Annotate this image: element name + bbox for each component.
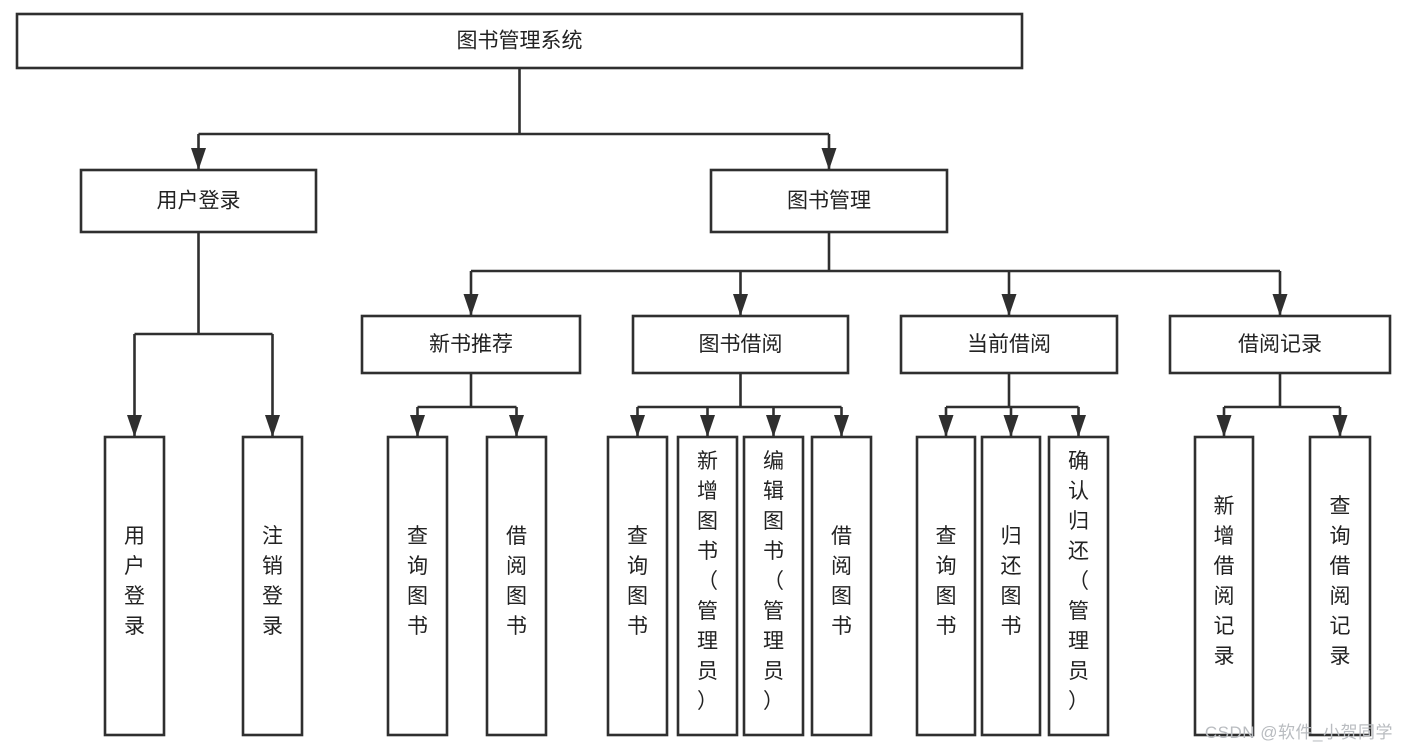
node-l2-borrow[interactable]: 图书借阅 bbox=[631, 314, 850, 375]
node-l2-newbook[interactable]: 新书推荐 bbox=[360, 314, 582, 375]
node-l3-br-query[interactable]: 查询图书 bbox=[606, 435, 669, 737]
node-label: 确认归还（管理员） bbox=[1068, 450, 1089, 713]
node-box bbox=[742, 435, 805, 737]
node-l3-cur-confirm[interactable]: 确认归还（管理员） bbox=[1047, 435, 1110, 737]
node-box bbox=[386, 435, 449, 737]
nodes-layer: 图书管理系统用户登录图书管理新书推荐图书借阅当前借阅借阅记录用户登录注销登录查询… bbox=[15, 12, 1392, 737]
node-label: 借阅记录 bbox=[1238, 333, 1322, 356]
node-l2-record[interactable]: 借阅记录 bbox=[1168, 314, 1392, 375]
node-label: 查询图书 bbox=[936, 525, 957, 638]
node-box bbox=[899, 314, 1119, 375]
node-label: 编辑图书（管理员） bbox=[763, 450, 784, 713]
node-l3-br-edit[interactable]: 编辑图书（管理员） bbox=[742, 435, 805, 737]
node-label: 归还图书 bbox=[1001, 525, 1022, 638]
node-l3-cur-return[interactable]: 归还图书 bbox=[980, 435, 1042, 737]
node-l3-rec-add[interactable]: 新增借阅记录 bbox=[1193, 435, 1255, 737]
node-box bbox=[15, 12, 1024, 70]
node-box bbox=[676, 435, 739, 737]
node-box bbox=[360, 314, 582, 375]
node-label: 图书借阅 bbox=[699, 333, 783, 356]
node-label: 当前借阅 bbox=[967, 333, 1051, 356]
node-label: 用户登录 bbox=[157, 190, 241, 213]
edges-layer bbox=[127, 68, 1348, 437]
node-label: 新增借阅记录 bbox=[1214, 495, 1235, 668]
node-box bbox=[915, 435, 977, 737]
node-box bbox=[241, 435, 304, 737]
node-label: 查询图书 bbox=[407, 525, 428, 638]
node-label: 注销登录 bbox=[262, 525, 283, 638]
node-box bbox=[1047, 435, 1110, 737]
node-l3-new-query[interactable]: 查询图书 bbox=[386, 435, 449, 737]
node-box bbox=[1308, 435, 1372, 737]
node-l3-br-add[interactable]: 新增图书（管理员） bbox=[676, 435, 739, 737]
node-label: 查询图书 bbox=[627, 525, 648, 638]
node-l3-user-logout[interactable]: 注销登录 bbox=[241, 435, 304, 737]
node-root[interactable]: 图书管理系统 bbox=[15, 12, 1024, 70]
node-box bbox=[606, 435, 669, 737]
node-label: 新增图书（管理员） bbox=[697, 450, 718, 713]
node-box bbox=[79, 168, 318, 234]
node-label: 借阅图书 bbox=[506, 525, 527, 638]
node-l1-book[interactable]: 图书管理 bbox=[709, 168, 949, 234]
node-box bbox=[485, 435, 548, 737]
node-l3-new-borrow[interactable]: 借阅图书 bbox=[485, 435, 548, 737]
node-label: 图书管理 bbox=[787, 190, 871, 213]
node-label: 借阅图书 bbox=[831, 525, 852, 638]
node-box bbox=[709, 168, 949, 234]
node-box bbox=[103, 435, 166, 737]
node-box bbox=[810, 435, 873, 737]
node-label: 用户登录 bbox=[124, 525, 145, 638]
node-label: 图书管理系统 bbox=[457, 30, 583, 53]
node-l3-br-borrow[interactable]: 借阅图书 bbox=[810, 435, 873, 737]
node-l3-rec-query[interactable]: 查询借阅记录 bbox=[1308, 435, 1372, 737]
node-box bbox=[1193, 435, 1255, 737]
node-l1-user[interactable]: 用户登录 bbox=[79, 168, 318, 234]
node-l3-user-login[interactable]: 用户登录 bbox=[103, 435, 166, 737]
node-box bbox=[1168, 314, 1392, 375]
node-box bbox=[631, 314, 850, 375]
node-label: 查询借阅记录 bbox=[1330, 495, 1351, 668]
node-label: 新书推荐 bbox=[429, 333, 513, 356]
node-l3-cur-query[interactable]: 查询图书 bbox=[915, 435, 977, 737]
node-l2-current[interactable]: 当前借阅 bbox=[899, 314, 1119, 375]
node-box bbox=[980, 435, 1042, 737]
